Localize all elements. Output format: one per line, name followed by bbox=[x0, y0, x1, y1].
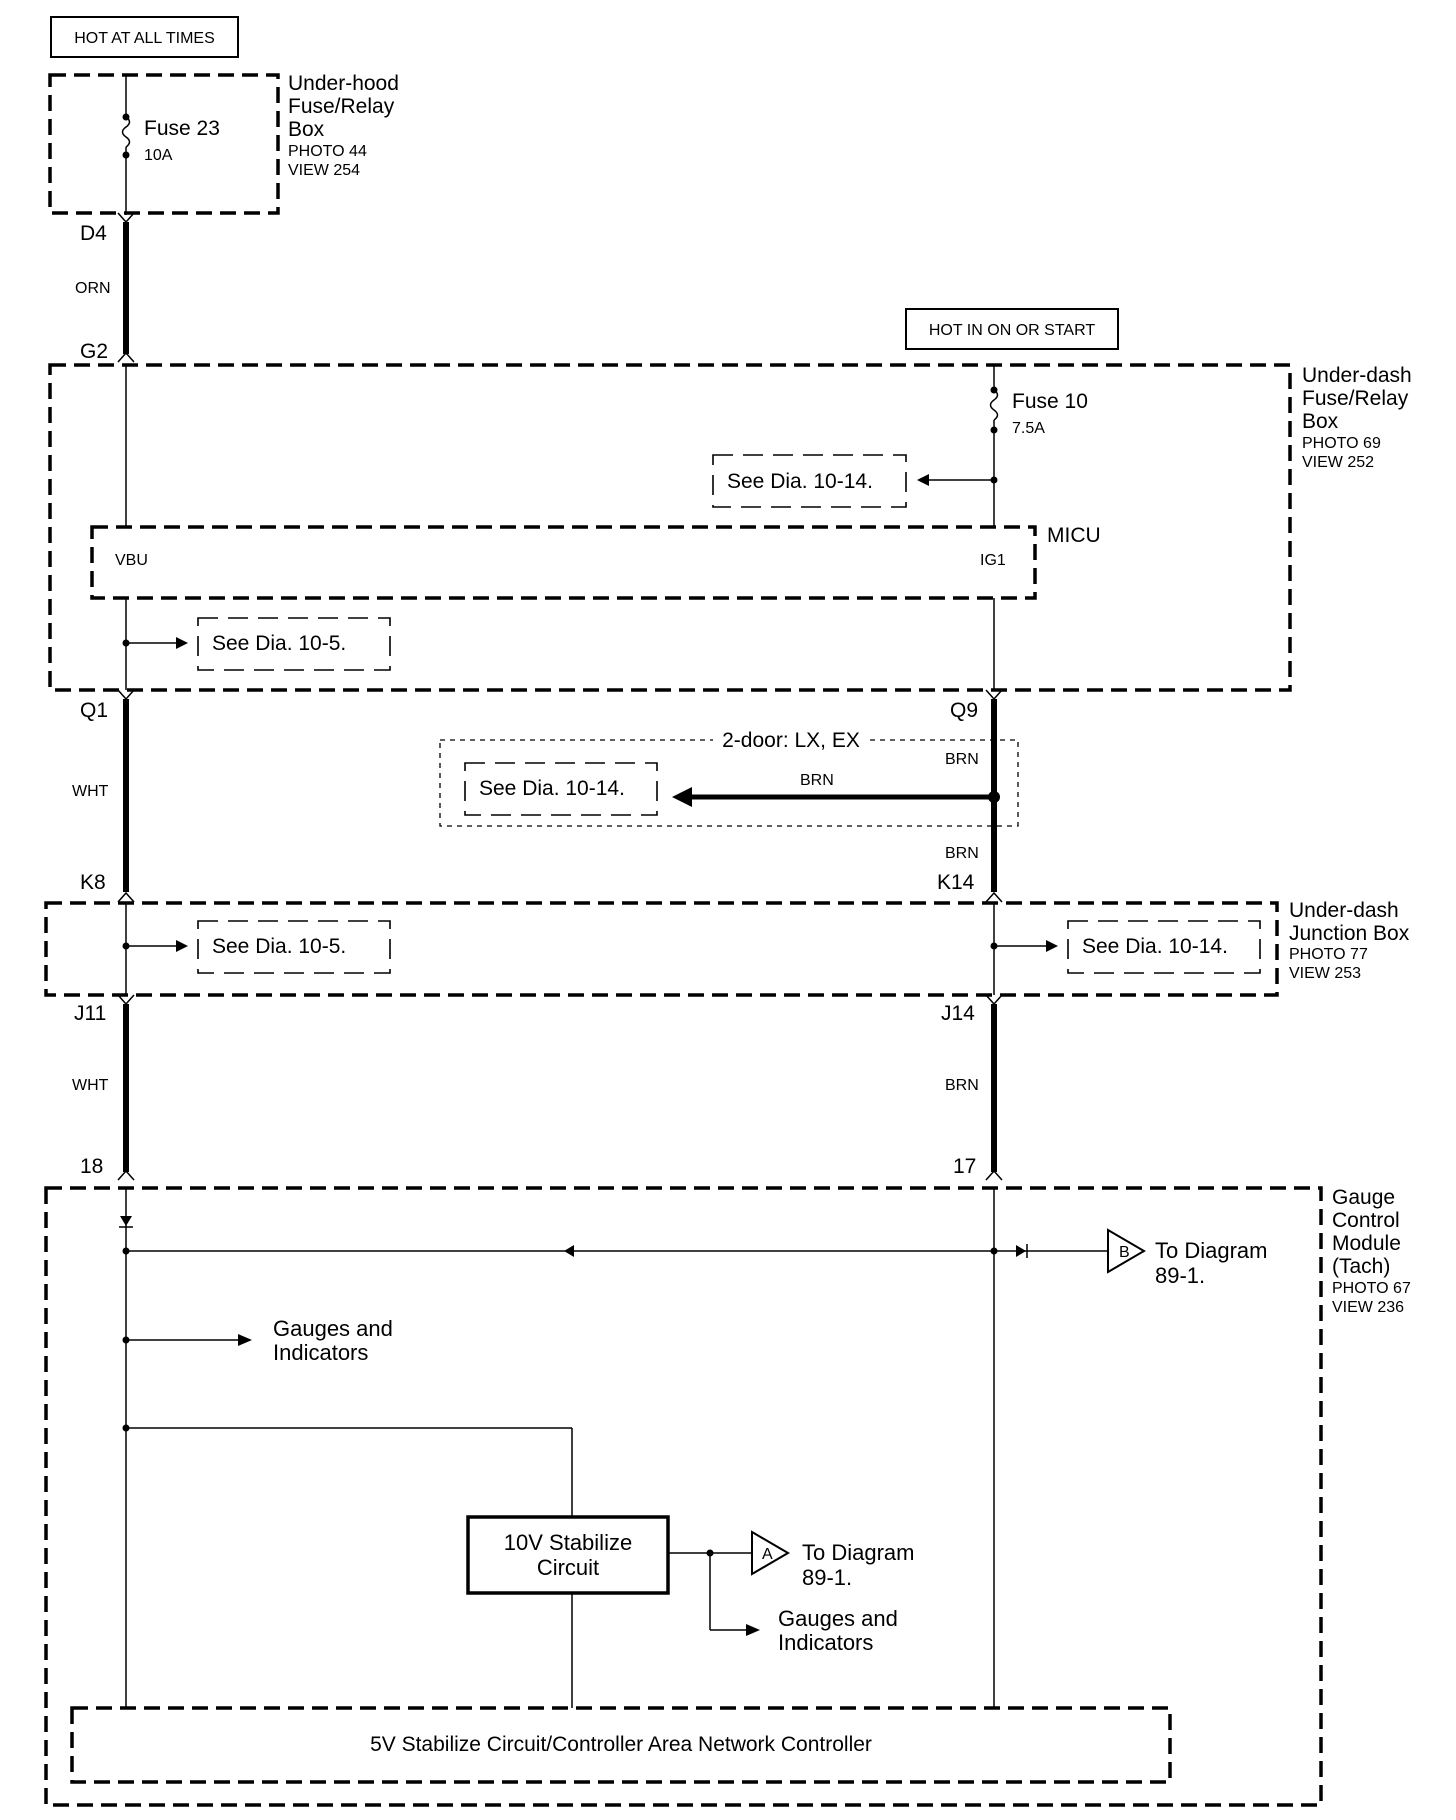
gauge-module-view: VIEW 236 bbox=[1332, 1299, 1404, 1316]
ref-dia-10-14-junction-text: See Dia. 10-14. bbox=[1082, 935, 1228, 958]
connector-g2: G2 bbox=[80, 340, 108, 363]
micu-name: MICU bbox=[1047, 524, 1101, 547]
fuse-23-symbol bbox=[121, 116, 131, 148]
fuse-10-symbol bbox=[989, 389, 999, 421]
to-diagram-b-1: To Diagram bbox=[1155, 1238, 1267, 1263]
underdash-box-name-1: Under-dash bbox=[1302, 364, 1412, 387]
gauge-module-name-1: Gauge bbox=[1332, 1186, 1395, 1209]
underdash-box-photo: PHOTO 69 bbox=[1302, 435, 1381, 452]
hot-on-start-label: HOT IN ON OR START bbox=[929, 322, 1095, 339]
stabilize-10v-line1: 10V Stabilize bbox=[504, 1530, 632, 1555]
wire-color-brn-bottom: BRN bbox=[945, 1077, 979, 1094]
to-diagram-a-2: 89-1. bbox=[802, 1565, 852, 1590]
gauges-left-2: Indicators bbox=[273, 1340, 368, 1365]
hot-always-label-box bbox=[50, 16, 239, 58]
connector-a-symbol bbox=[751, 1530, 790, 1576]
underhood-fuse-box bbox=[48, 73, 280, 215]
underdash-fuse-box bbox=[48, 363, 1292, 692]
gauge-module-name-3: Module bbox=[1332, 1232, 1401, 1255]
wire-color-wht-1: WHT bbox=[72, 783, 109, 800]
ref-dia-10-14-option-text: See Dia. 10-14. bbox=[479, 777, 625, 800]
underhood-box-photo: PHOTO 44 bbox=[288, 143, 367, 160]
gauge-control-module bbox=[44, 1186, 1323, 1807]
junction-box-photo: PHOTO 77 bbox=[1289, 946, 1368, 963]
junction-box-name-2: Junction Box bbox=[1289, 922, 1410, 945]
ref-dia-10-5-fusebox-text: See Dia. 10-5. bbox=[212, 632, 346, 655]
wire-color-brn-mid: BRN bbox=[945, 845, 979, 862]
junction-box-view: VIEW 253 bbox=[1289, 965, 1361, 982]
micu-pin-ig1: IG1 bbox=[980, 552, 1006, 569]
underhood-box-name-3: Box bbox=[288, 118, 325, 141]
connector-j11: J11 bbox=[74, 1002, 106, 1025]
gauges-right-1: Gauges and bbox=[778, 1606, 898, 1631]
wire-color-wht-2: WHT bbox=[72, 1077, 109, 1094]
underhood-box-name-2: Fuse/Relay bbox=[288, 95, 395, 118]
connector-a-label: A bbox=[762, 1546, 773, 1563]
fuse-10-rating: 7.5A bbox=[1012, 420, 1045, 437]
underdash-box-view: VIEW 252 bbox=[1302, 454, 1374, 471]
underdash-box-name-3: Box bbox=[1302, 410, 1339, 433]
underhood-box-view: VIEW 254 bbox=[288, 162, 360, 179]
ref-dia-10-14-option bbox=[464, 762, 658, 816]
fuse-10-name: Fuse 10 bbox=[1012, 390, 1088, 413]
ref-dia-10-14-top-text: See Dia. 10-14. bbox=[727, 470, 873, 493]
wire-color-orn: ORN bbox=[75, 280, 111, 297]
junction-box-name-1: Under-dash bbox=[1289, 899, 1399, 922]
fuse-23-rating: 10A bbox=[144, 147, 173, 164]
to-diagram-b-2: 89-1. bbox=[1155, 1263, 1205, 1288]
controller-5v-label: 5V Stabilize Circuit/Controller Area Net… bbox=[370, 1733, 872, 1756]
connector-b-symbol bbox=[1107, 1228, 1146, 1274]
option-box-2door bbox=[439, 739, 1019, 827]
connector-j14: J14 bbox=[941, 1002, 975, 1025]
connector-k14: K14 bbox=[937, 871, 975, 894]
micu-box bbox=[90, 525, 1037, 600]
micu-pin-vbu: VBU bbox=[115, 552, 148, 569]
ref-dia-10-5-junction bbox=[197, 920, 391, 974]
option-box-title: 2-door: LX, EX bbox=[722, 729, 860, 752]
underhood-box-name-1: Under-hood bbox=[288, 72, 399, 95]
gauge-module-name-2: Control bbox=[1332, 1209, 1400, 1232]
connector-18: 18 bbox=[80, 1155, 103, 1178]
ref-dia-10-5-fusebox bbox=[197, 617, 391, 671]
controller-5v-box bbox=[70, 1706, 1172, 1784]
ref-dia-10-14-top bbox=[712, 454, 907, 508]
gauge-module-name-4: (Tach) bbox=[1332, 1255, 1390, 1278]
wire-color-brn-top: BRN bbox=[945, 751, 979, 768]
connector-q9: Q9 bbox=[950, 699, 978, 722]
underdash-box-name-2: Fuse/Relay bbox=[1302, 387, 1409, 410]
gauge-module-photo: PHOTO 67 bbox=[1332, 1280, 1411, 1297]
ref-dia-10-14-junction bbox=[1067, 920, 1261, 974]
connector-17: 17 bbox=[953, 1155, 976, 1178]
diode-right bbox=[1016, 1245, 1026, 1257]
connector-d4: D4 bbox=[80, 222, 107, 245]
hot-always-label: HOT AT ALL TIMES bbox=[74, 30, 215, 47]
connector-b-label: B bbox=[1119, 1244, 1130, 1261]
stabilize-10v-box bbox=[466, 1515, 670, 1595]
wire-color-brn-branch: BRN bbox=[800, 772, 834, 789]
diode-left bbox=[120, 1216, 132, 1226]
hot-on-start-label-box bbox=[905, 308, 1119, 350]
stabilize-10v-line2: Circuit bbox=[537, 1555, 599, 1580]
to-diagram-a-1: To Diagram bbox=[802, 1540, 914, 1565]
ref-dia-10-5-junction-text: See Dia. 10-5. bbox=[212, 935, 346, 958]
gauges-right-2: Indicators bbox=[778, 1630, 873, 1655]
junction-box bbox=[44, 901, 1279, 997]
gauges-left-1: Gauges and bbox=[273, 1316, 393, 1341]
connector-k8: K8 bbox=[80, 871, 106, 894]
fuse-23-name: Fuse 23 bbox=[144, 117, 220, 140]
connector-q1: Q1 bbox=[80, 699, 108, 722]
